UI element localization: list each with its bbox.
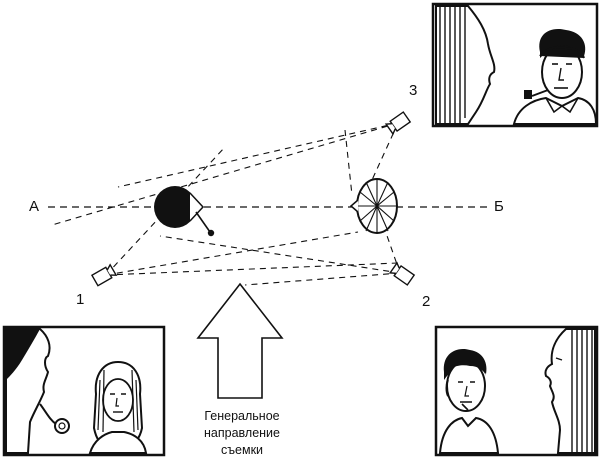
man-illustration bbox=[438, 348, 500, 454]
axis-label-end: Б bbox=[494, 198, 504, 215]
caption-line-1: Генеральное bbox=[204, 409, 280, 423]
camera-label-2: 2 bbox=[422, 293, 431, 310]
shooting-direction-caption: Генеральное направление съемки bbox=[178, 408, 306, 459]
frame-camera-1 bbox=[2, 325, 166, 457]
character-b-head bbox=[349, 178, 398, 234]
man-with-pipe-illustration bbox=[512, 28, 598, 125]
caption-line-2: направление bbox=[204, 426, 280, 440]
camera-label-1: 1 bbox=[76, 291, 85, 308]
camera-3-icon bbox=[384, 111, 412, 136]
camera-1-icon bbox=[90, 263, 118, 287]
woman-illustration bbox=[88, 360, 148, 454]
camera-label-3: 3 bbox=[409, 82, 418, 99]
camera-2-icon bbox=[388, 261, 416, 286]
shooting-direction-arrow bbox=[196, 282, 284, 399]
axis-label-start: А bbox=[29, 198, 40, 215]
caption-line-3: съемки bbox=[220, 443, 264, 457]
character-a-head bbox=[154, 186, 215, 237]
man-profile-foreground-illustration bbox=[5, 328, 70, 454]
frame-camera-2 bbox=[434, 325, 599, 457]
frame-camera-3 bbox=[431, 2, 599, 128]
sight-lines bbox=[51, 122, 401, 286]
woman-profile-foreground-illustration bbox=[544, 328, 596, 454]
woman-profile-foreground-illustration bbox=[435, 5, 496, 125]
